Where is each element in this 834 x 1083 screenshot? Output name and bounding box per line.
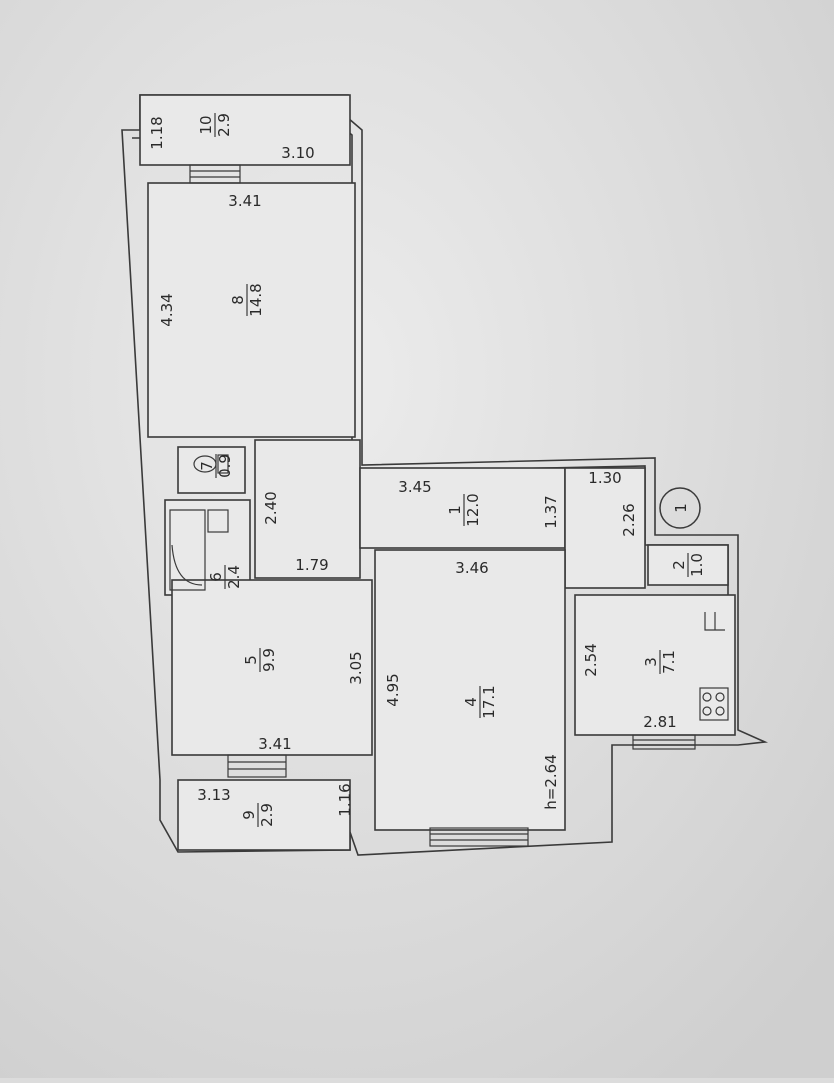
svg-text:2.9: 2.9 bbox=[258, 803, 276, 827]
svg-text:5: 5 bbox=[242, 655, 260, 665]
dimension-labels: 1.18 3.10 3.41 4.34 2.40 1.79 3.45 1.37 … bbox=[148, 116, 677, 816]
room-9-balcony bbox=[177, 779, 351, 851]
svg-text:1: 1 bbox=[446, 505, 464, 515]
svg-text:1.79: 1.79 bbox=[295, 556, 328, 574]
svg-text:2.54: 2.54 bbox=[582, 643, 600, 676]
svg-text:3.05: 3.05 bbox=[347, 651, 365, 684]
ceiling-height-label: h=2.64 bbox=[542, 754, 560, 809]
svg-text:17.1: 17.1 bbox=[480, 685, 498, 718]
svg-text:2: 2 bbox=[670, 560, 688, 570]
room-10-balcony bbox=[139, 94, 351, 166]
room-5 bbox=[171, 579, 373, 756]
svg-text:3.41: 3.41 bbox=[228, 192, 261, 210]
svg-text:1.0: 1.0 bbox=[688, 553, 706, 577]
room-8 bbox=[147, 182, 356, 438]
windows bbox=[189, 164, 696, 847]
room-3-kitchen bbox=[574, 594, 736, 736]
corridor bbox=[254, 439, 361, 579]
svg-text:12.0: 12.0 bbox=[464, 493, 482, 526]
svg-text:1.30: 1.30 bbox=[588, 469, 621, 487]
stove-icon bbox=[699, 687, 729, 721]
svg-text:2.4: 2.4 bbox=[225, 565, 243, 589]
bathtub-icon bbox=[169, 509, 229, 591]
svg-text:6: 6 bbox=[207, 572, 225, 582]
svg-text:9.9: 9.9 bbox=[260, 648, 278, 672]
svg-text:14.8: 14.8 bbox=[247, 283, 265, 316]
svg-text:10: 10 bbox=[197, 115, 215, 134]
sink-icon bbox=[704, 612, 725, 631]
svg-text:7.1: 7.1 bbox=[660, 650, 678, 674]
svg-text:3.46: 3.46 bbox=[455, 559, 488, 577]
svg-text:2.40: 2.40 bbox=[262, 491, 280, 524]
room-4 bbox=[374, 549, 566, 831]
svg-text:0.9: 0.9 bbox=[216, 454, 234, 478]
svg-text:3.41: 3.41 bbox=[258, 735, 291, 753]
svg-text:4.34: 4.34 bbox=[158, 293, 176, 326]
entrance-marker: 1 bbox=[659, 487, 701, 529]
room-1-hall bbox=[359, 467, 566, 549]
svg-text:1.16: 1.16 bbox=[336, 783, 354, 816]
svg-text:3.10: 3.10 bbox=[281, 144, 314, 162]
svg-text:2.26: 2.26 bbox=[620, 503, 638, 536]
svg-text:1.18: 1.18 bbox=[148, 116, 166, 149]
hall-extension bbox=[564, 467, 646, 589]
svg-text:3.13: 3.13 bbox=[197, 786, 230, 804]
svg-text:4: 4 bbox=[462, 697, 480, 707]
svg-text:2.9: 2.9 bbox=[215, 113, 233, 137]
svg-text:9: 9 bbox=[240, 810, 258, 820]
svg-text:1.37: 1.37 bbox=[542, 495, 560, 528]
svg-text:1: 1 bbox=[672, 503, 690, 513]
svg-text:3.45: 3.45 bbox=[398, 478, 431, 496]
svg-text:3: 3 bbox=[642, 657, 660, 667]
svg-text:4.95: 4.95 bbox=[384, 673, 402, 706]
svg-text:7: 7 bbox=[198, 461, 216, 471]
svg-text:8: 8 bbox=[229, 295, 247, 305]
svg-text:2.81: 2.81 bbox=[643, 713, 676, 731]
